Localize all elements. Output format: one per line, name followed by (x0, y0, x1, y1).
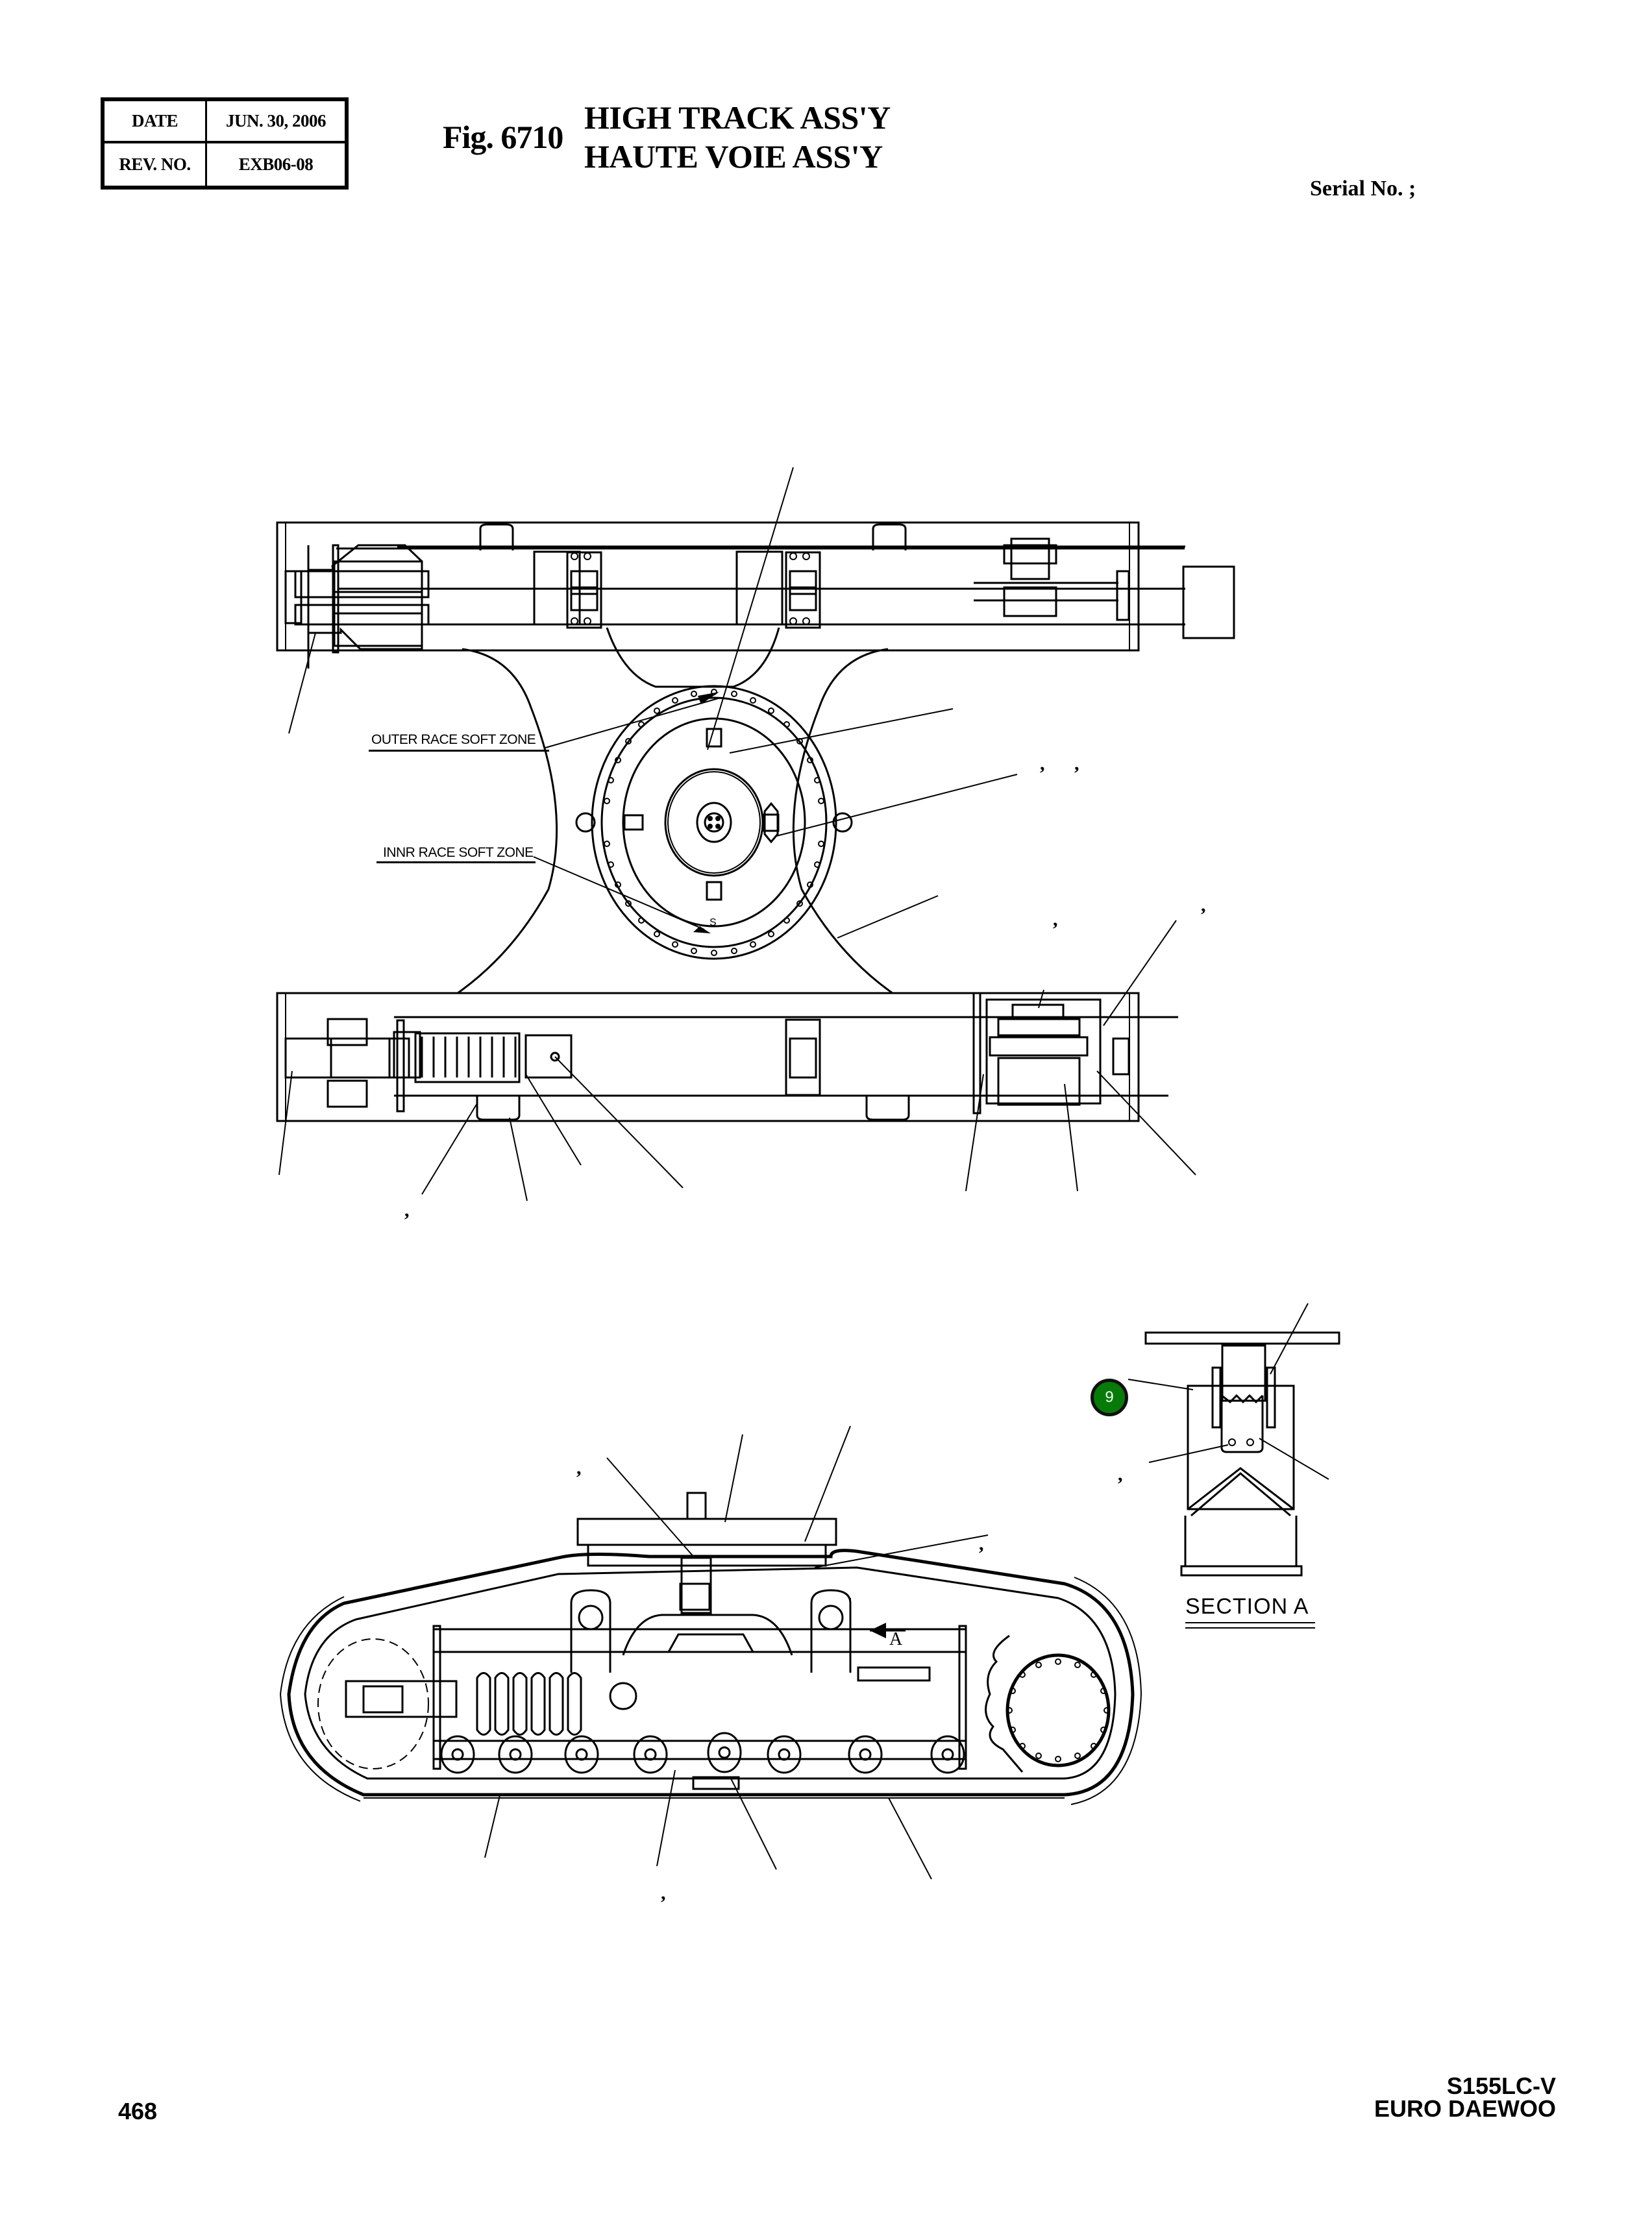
callout-separator: , (1053, 909, 1058, 930)
outer-race-soft-zone-note: OUTER RACE SOFT ZONE (371, 732, 536, 747)
section-a-underline (1185, 1627, 1315, 1629)
inner-race-note-underline (376, 861, 536, 863)
manufacturer: EURO DAEWOO (1374, 2095, 1556, 2122)
top-view (276, 467, 1235, 1201)
section-a-label: SECTION A (1185, 1594, 1309, 1619)
figure-number: Fig. 6710 (443, 119, 563, 155)
section-a-view (1128, 1303, 1340, 1577)
page-title-en: HIGH TRACK ASS'Y (584, 99, 891, 136)
date-value: JUN. 30, 2006 (207, 101, 345, 143)
callout-separator: , (661, 1882, 666, 1904)
machine-model: S155LC-V (1446, 2073, 1556, 2099)
section-a-underline (1185, 1622, 1315, 1623)
callout-badge-9[interactable]: 9 (1091, 1379, 1128, 1416)
page-number: 468 (118, 2098, 158, 2124)
callout-separator: , (979, 1533, 984, 1555)
section-marker-a: A (889, 1629, 903, 1649)
serial-number-label: Serial No. ; (1310, 177, 1416, 201)
callout-separator: , (576, 1457, 582, 1479)
page-title-fr: HAUTE VOIE ASS'Y (584, 138, 883, 175)
callout-separator: , (1118, 1464, 1123, 1485)
side-view (279, 1425, 1142, 1880)
rev-no-value: EXB06-08 (238, 154, 314, 174)
rev-no-label: REV. NO. (105, 143, 207, 186)
outer-race-note-underline (369, 750, 549, 752)
callout-separator: , (1040, 753, 1045, 774)
bearing-soft-zone-marker: S (709, 917, 717, 928)
callout-separator: , (1074, 753, 1079, 774)
swing-bearing (575, 685, 853, 960)
revision-table: DATE JUN. 30, 2006 REV. NO. EXB06-08 (101, 97, 349, 190)
inner-race-soft-zone-note: INNR RACE SOFT ZONE (383, 845, 534, 860)
date-label: DATE (105, 101, 207, 143)
callout-separator: , (1201, 894, 1206, 916)
callout-separator: , (404, 1200, 410, 1221)
